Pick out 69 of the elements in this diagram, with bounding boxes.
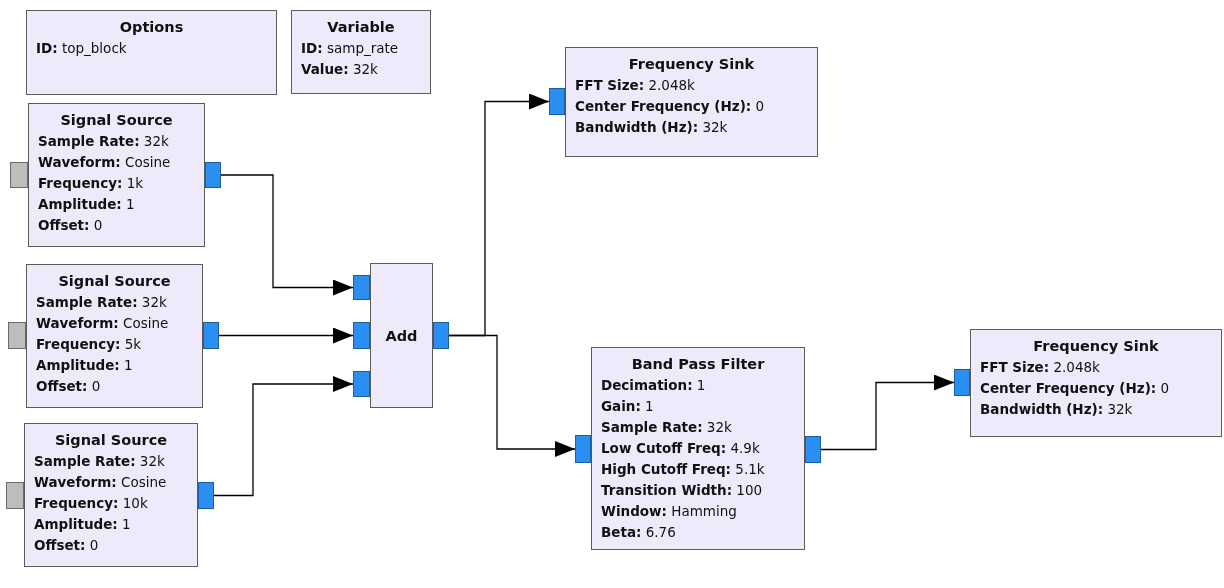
port-box [198, 482, 214, 509]
parameter-text: Frequency: 5k [36, 335, 142, 354]
parameter-text: Value: 32k [301, 60, 378, 79]
port-box [8, 322, 26, 349]
parameter-text: Bandwidth (Hz): 32k [575, 118, 728, 137]
parameter-text: Amplitude: 1 [38, 195, 135, 214]
parameter-text: Offset: 0 [34, 536, 99, 555]
port-box [205, 162, 221, 188]
port-box [353, 322, 370, 349]
parameter-text: Offset: 0 [36, 377, 101, 396]
parameter-text: ID: samp_rate [301, 39, 399, 58]
parameter-text: Center Frequency (Hz): 0 [575, 97, 765, 116]
parameter-text: Waveform: Cosine [34, 473, 167, 492]
parameter-text: Center Frequency (Hz): 0 [980, 379, 1170, 398]
block-title: Signal Source [59, 111, 174, 130]
connector-arrow [220, 174, 354, 296]
port-box [353, 371, 370, 397]
parameter-text: ID: top_block [36, 39, 127, 58]
connector-arrow [820, 374, 955, 451]
parameter-text: Offset: 0 [38, 216, 103, 235]
block-title: Add [384, 326, 419, 346]
parameter-text: Bandwidth (Hz): 32k [980, 400, 1133, 419]
block-title: Variable [326, 18, 396, 37]
port-box [805, 436, 821, 463]
block-title: Signal Source [53, 431, 169, 450]
port-box [954, 369, 970, 396]
connector-arrow [218, 327, 354, 344]
port-box [575, 435, 591, 463]
parameter-text: Waveform: Cosine [36, 314, 169, 333]
parameter-text: Frequency: 1k [38, 174, 144, 193]
parameter-text: Sample Rate: 32k [38, 132, 169, 151]
port-box [353, 275, 370, 300]
block-title: Signal Source [57, 272, 172, 291]
port-box [203, 322, 219, 349]
block-title: Frequency Sink [627, 55, 756, 74]
block-box [28, 103, 205, 247]
parameter-text: Transition Width: 100 [601, 481, 763, 500]
parameter-text: Frequency: 10k [34, 494, 148, 513]
port-box [549, 88, 565, 115]
connector-arrow [448, 334, 576, 457]
block-box [970, 329, 1222, 437]
connector-arrow [213, 376, 354, 497]
port-box [433, 322, 449, 349]
parameter-text: Low Cutoff Freq: 4.9k [601, 439, 760, 458]
parameter-text: Gain: 1 [601, 397, 654, 416]
block-box [370, 263, 433, 408]
block-box [26, 10, 277, 95]
block-title: Band Pass Filter [630, 355, 766, 374]
parameter-text: Amplitude: 1 [34, 515, 131, 534]
parameter-text: FFT Size: 2.048k [980, 358, 1100, 377]
block-box [565, 47, 818, 157]
parameter-text: High Cutoff Freq: 5.1k [601, 460, 765, 479]
block-box [24, 423, 198, 567]
parameter-text: Sample Rate: 32k [34, 452, 165, 471]
parameter-text: Sample Rate: 32k [601, 418, 732, 437]
parameter-text: Amplitude: 1 [36, 356, 133, 375]
parameter-text: Decimation: 1 [601, 376, 706, 395]
block-box [26, 264, 203, 408]
parameter-text: Waveform: Cosine [38, 153, 171, 172]
parameter-text: Sample Rate: 32k [36, 293, 167, 312]
parameter-text: Beta: 6.76 [601, 523, 676, 542]
block-box [291, 10, 431, 94]
port-box [6, 482, 24, 509]
block-box [591, 347, 805, 550]
port-box [10, 162, 28, 188]
parameter-text: Window: Hamming [601, 502, 737, 521]
parameter-text: FFT Size: 2.048k [575, 76, 695, 95]
block-title: Frequency Sink [1032, 337, 1160, 356]
block-title: Options [118, 18, 185, 37]
